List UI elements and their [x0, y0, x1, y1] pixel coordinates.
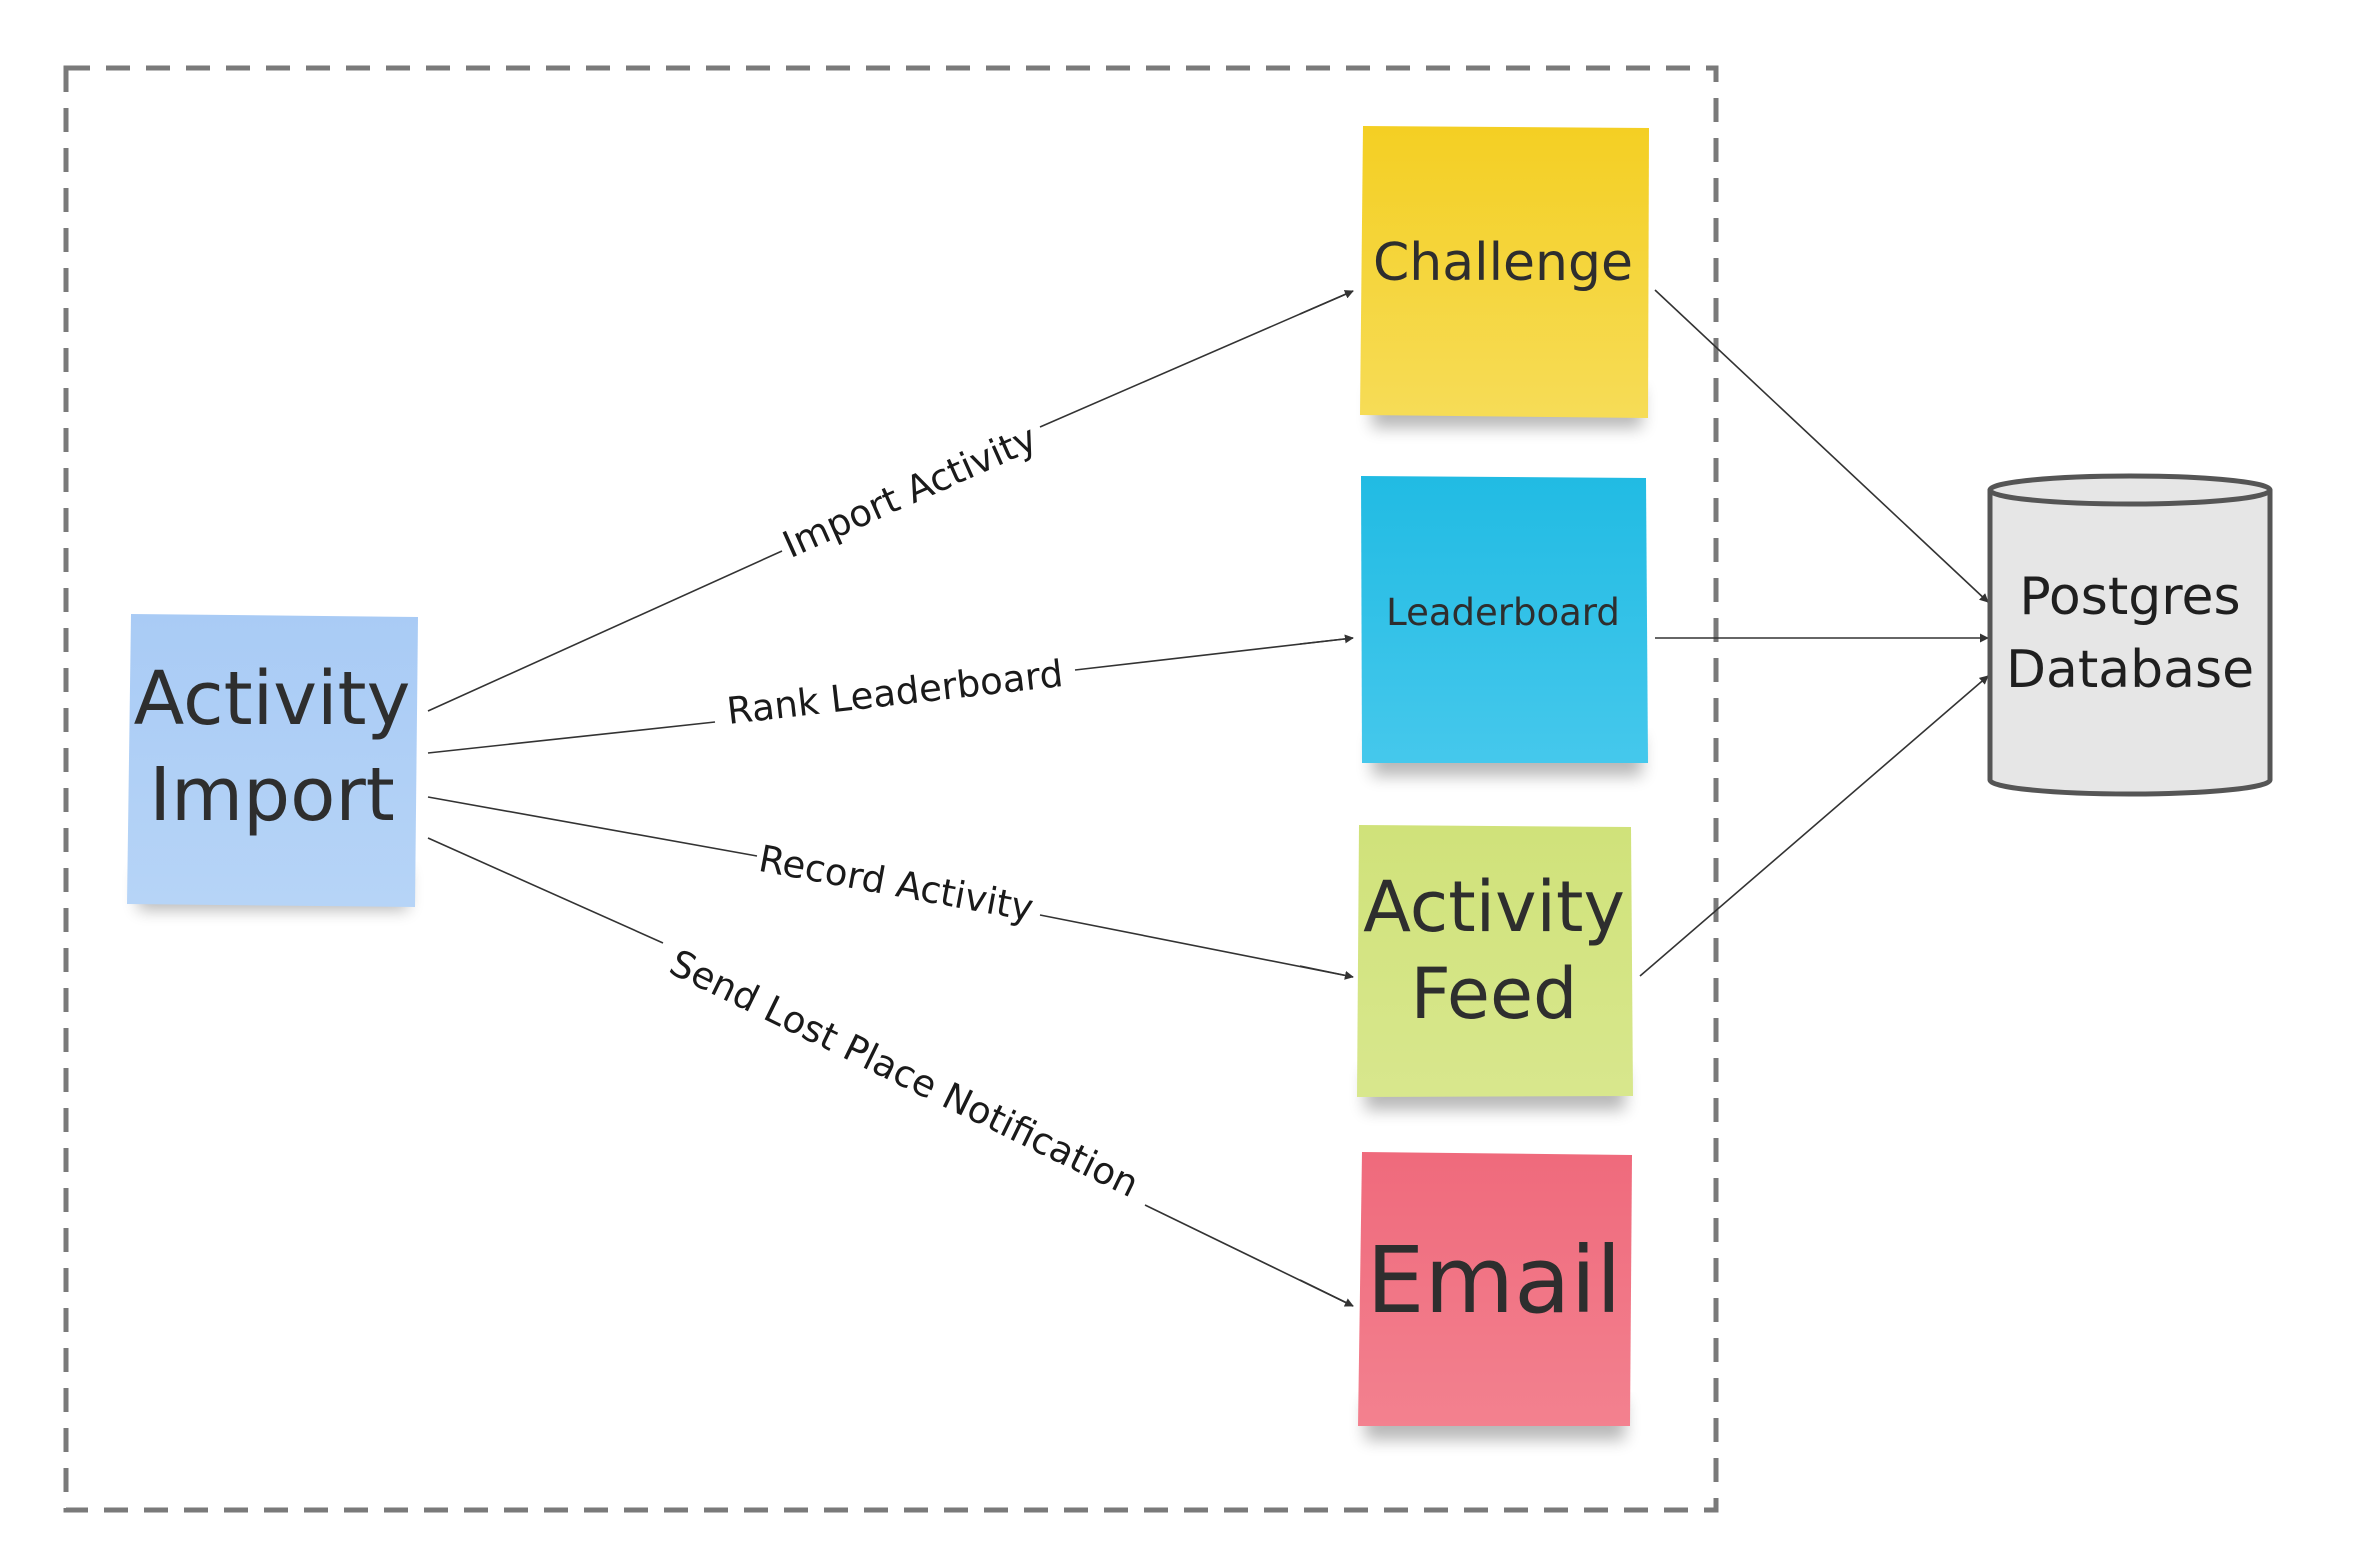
edge-label-send-lost-place: Send Lost Place Notification [663, 941, 1145, 1206]
edge-label-record-activity: Record Activity [756, 837, 1037, 930]
database-label-line1: Postgres [2019, 567, 2240, 627]
service-boundary [63, 65, 1719, 1513]
edge-label-import-activity: Import Activity [776, 416, 1043, 566]
note-email-label: Email [1366, 1227, 1621, 1334]
note-leaderboard: Leaderboard [1361, 476, 1648, 776]
note-challenge: Challenge [1360, 126, 1649, 428]
note-activity-feed: Activity Feed [1357, 825, 1633, 1110]
edge-import-activity-head [1299, 290, 1354, 315]
edges [427, 290, 1354, 1307]
note-email: Email [1358, 1152, 1632, 1440]
edge-challenge-db [1654, 289, 1989, 603]
edge-feed-db [1639, 675, 1989, 977]
note-challenge-label: Challenge [1373, 233, 1633, 293]
note-activity-import-line2: Import [149, 752, 395, 838]
database-label-line2: Database [2006, 640, 2254, 700]
edge-send-lost-place-head [1299, 1279, 1354, 1307]
edge-label-rank-leaderboard: Rank Leaderboard [725, 652, 1066, 733]
database-cylinder-body [1987, 490, 2273, 797]
database-cylinder-top [1987, 473, 2273, 507]
note-activity-import: Activity Import [127, 614, 418, 910]
note-activity-import-line1: Activity [134, 656, 411, 742]
edge-rank-leaderboard-head [1299, 634, 1354, 645]
postgres-database: Postgres Database [1987, 473, 2273, 797]
db-edges [1639, 289, 1989, 977]
edge-record-activity-head [1299, 965, 1354, 980]
note-activity-feed-line1: Activity [1363, 866, 1625, 948]
note-activity-feed-line2: Feed [1410, 953, 1577, 1035]
note-leaderboard-label: Leaderboard [1386, 591, 1620, 634]
